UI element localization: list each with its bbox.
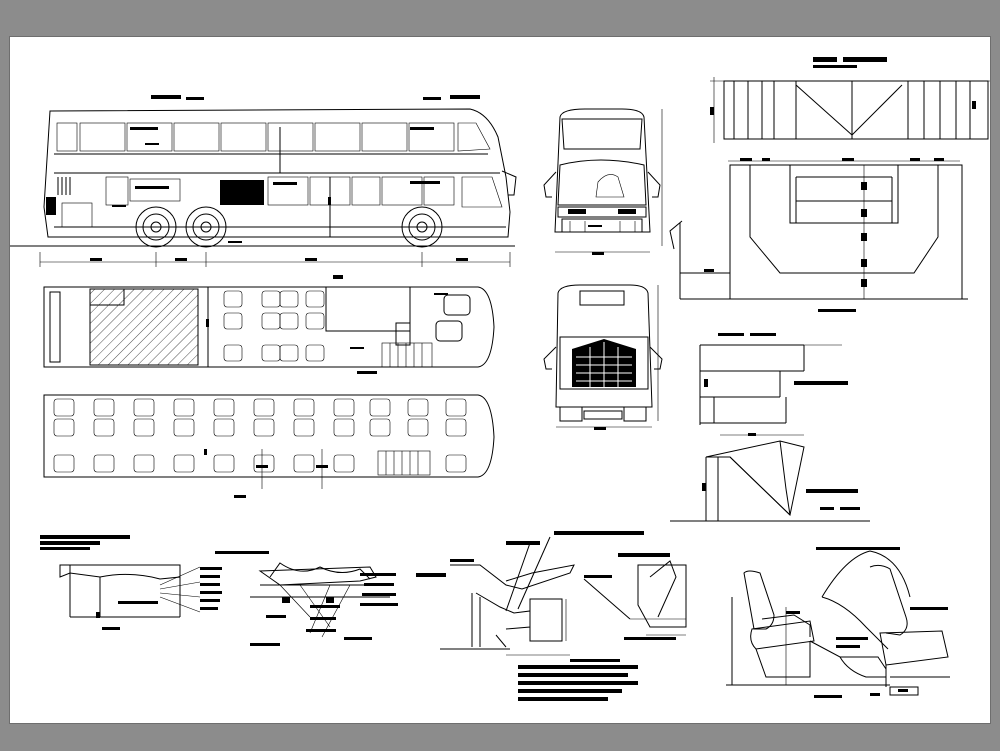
upper-deck-seats <box>53 398 467 473</box>
rear-body-outline <box>555 284 653 408</box>
lower-deck-seats <box>223 290 325 362</box>
detail-seat-frame <box>416 536 638 701</box>
stair-section <box>699 333 848 425</box>
detail-duct-section <box>215 551 398 646</box>
cad-drawing <box>10 57 990 701</box>
partition-elevation <box>710 57 990 143</box>
wheels <box>135 206 443 248</box>
driver-seat <box>435 294 471 342</box>
bus-body-outline <box>43 108 511 238</box>
engine-grille <box>46 177 264 215</box>
detail-reclining-seats <box>726 547 950 698</box>
upper-deck-stair <box>377 450 431 476</box>
luggage-hold-hatched <box>89 288 199 366</box>
luggage-compartment-section <box>669 158 968 312</box>
lower-deck-outline <box>43 286 495 368</box>
detail-armrest <box>554 531 687 640</box>
door-section <box>670 433 870 522</box>
upper-deck-outline <box>43 394 495 478</box>
lower-deck-plan <box>43 275 495 374</box>
upper-deck-plan <box>43 394 495 498</box>
side-elevation <box>10 95 517 267</box>
rear-engine-grille <box>572 339 636 387</box>
front-elevation <box>543 108 663 255</box>
front-body-outline <box>554 108 651 233</box>
detail-panel-heater <box>40 535 222 630</box>
lower-deck-stair <box>381 342 433 368</box>
rear-elevation <box>543 284 663 430</box>
upper-deck-windows <box>56 122 491 152</box>
drawing-sheet <box>9 36 991 724</box>
